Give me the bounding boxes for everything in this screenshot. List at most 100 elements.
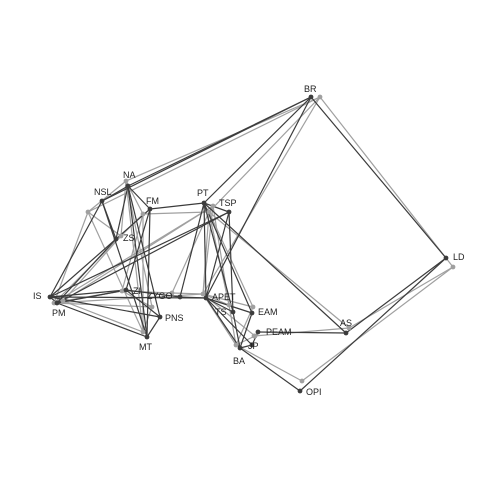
dark-point-nsl xyxy=(99,198,105,204)
light-point-mt xyxy=(140,329,146,335)
dark-edge-zygo-apet xyxy=(179,296,207,299)
dark-point-pns xyxy=(157,314,163,320)
light-edge-pt-as xyxy=(208,211,350,329)
light-point-zi xyxy=(119,288,125,294)
dark-edge-br-pt xyxy=(203,96,312,204)
light-edge-na-nsl xyxy=(87,180,127,213)
light-edge-pm-mt xyxy=(62,300,144,333)
dark-point-na xyxy=(125,183,131,189)
dark-edge-na-nsl xyxy=(101,185,129,202)
dark-point-jp xyxy=(249,342,255,348)
node-label-pt: PT xyxy=(197,188,209,198)
light-edge-fm-zi xyxy=(121,213,144,292)
light-edge-fm-pt xyxy=(142,211,210,215)
dark-edge-ld-opi xyxy=(299,257,447,392)
node-label-peam: PEAM xyxy=(266,327,292,337)
dark-edge-tsp-apet xyxy=(205,211,230,299)
node-label-ba: BA xyxy=(233,356,245,366)
dark-point-eam xyxy=(249,310,255,316)
dark-point-zygo xyxy=(177,294,183,300)
dark-edge-na-mt xyxy=(127,185,148,338)
dark-edge-pt-zygo xyxy=(179,202,205,298)
node-label-opi: OPI xyxy=(306,387,322,397)
dark-edge-peam-as xyxy=(257,331,347,334)
light-edge-br-ld xyxy=(319,96,454,268)
node-label-tsp: TSP xyxy=(219,198,237,208)
dark-point-pt xyxy=(201,200,207,206)
node-label-zs: ZS xyxy=(123,233,135,243)
light-point-zygo xyxy=(169,290,175,296)
dark-edge-pt-tsp xyxy=(203,202,230,213)
dark-edge-ba-opi xyxy=(239,347,301,392)
light-point-br xyxy=(317,94,323,100)
light-edge-zygo-apet xyxy=(171,292,204,295)
dark-edge-eam-ba xyxy=(239,312,253,349)
light-point-pt xyxy=(206,209,212,215)
node-label-zi: ZI xyxy=(133,286,141,296)
light-point-opi xyxy=(299,378,305,384)
dark-edge-ld-as xyxy=(345,257,447,334)
light-point-zs xyxy=(118,233,124,239)
dark-edge-tsp-pm xyxy=(56,211,230,304)
light-edge-apet-eam xyxy=(202,293,254,308)
dark-edge-apet-ts xyxy=(205,297,234,313)
light-point-jp xyxy=(252,333,258,339)
dark-point-ts xyxy=(230,309,236,315)
dark-edge-fm-pt xyxy=(149,202,205,210)
light-point-ts xyxy=(226,302,232,308)
light-edge-zs-pm xyxy=(62,235,122,302)
light-point-ba xyxy=(233,342,239,348)
light-point-nsl xyxy=(85,209,91,215)
dark-edge-ts-ba xyxy=(232,311,241,349)
dark-edge-na-pns xyxy=(127,185,161,318)
node-label-ld: LD xyxy=(453,252,465,262)
light-point-tsp xyxy=(210,203,216,209)
dark-edge-fm-mt xyxy=(146,208,151,338)
dark-edge-pm-zi xyxy=(56,289,127,304)
node-label-pm: PM xyxy=(52,308,66,318)
dark-landmark-points xyxy=(47,94,449,394)
dark-wireframe-edges xyxy=(49,96,447,392)
dark-edge-zs-is xyxy=(49,238,117,298)
dark-edge-apet-ba xyxy=(205,297,241,349)
dark-edge-br-apet xyxy=(205,96,312,299)
node-label-apet: APET xyxy=(212,292,236,302)
dark-point-zi xyxy=(123,287,129,293)
dark-edge-is-zi xyxy=(49,289,127,298)
node-label-nsl: NSL xyxy=(94,187,112,197)
dark-point-br xyxy=(308,94,314,100)
light-point-pns xyxy=(149,304,155,310)
dark-edge-zs-pm xyxy=(56,238,117,304)
node-label-pns: PNS xyxy=(165,313,184,323)
dark-point-ld xyxy=(443,255,449,261)
dark-edge-nsl-mt xyxy=(101,200,148,338)
light-edge-ba-opi xyxy=(235,344,303,382)
dark-point-fm xyxy=(147,206,153,212)
node-label-jp: JP xyxy=(248,341,259,351)
light-point-pm xyxy=(60,298,66,304)
node-label-as: AS xyxy=(340,318,352,328)
dark-edge-zi-zygo xyxy=(125,289,181,298)
dark-edge-pt-apet xyxy=(203,202,207,299)
dark-edge-tsp-ts xyxy=(228,211,234,313)
node-label-fm: FM xyxy=(146,196,159,206)
node-label-na: NA xyxy=(123,170,136,180)
dark-point-apet xyxy=(203,295,209,301)
dark-edge-fm-zi xyxy=(125,208,151,291)
dark-edge-br-nsl xyxy=(101,96,312,202)
node-label-eam: EAM xyxy=(258,307,278,317)
node-label-is: IS xyxy=(33,291,42,301)
dark-edge-pt-as xyxy=(203,202,347,334)
node-label-ts: TS xyxy=(215,307,227,317)
light-point-ld xyxy=(450,264,456,270)
node-label-mt: MT xyxy=(139,342,152,352)
light-edge-tsp-pm xyxy=(62,205,214,302)
light-edge-br-na xyxy=(125,96,321,182)
light-edge-ld-opi xyxy=(301,266,454,382)
light-point-apet xyxy=(200,291,206,297)
light-point-eam xyxy=(250,304,256,310)
node-label-zygo: ZYGO xyxy=(147,291,173,301)
dark-edge-pm-mt xyxy=(56,302,148,338)
